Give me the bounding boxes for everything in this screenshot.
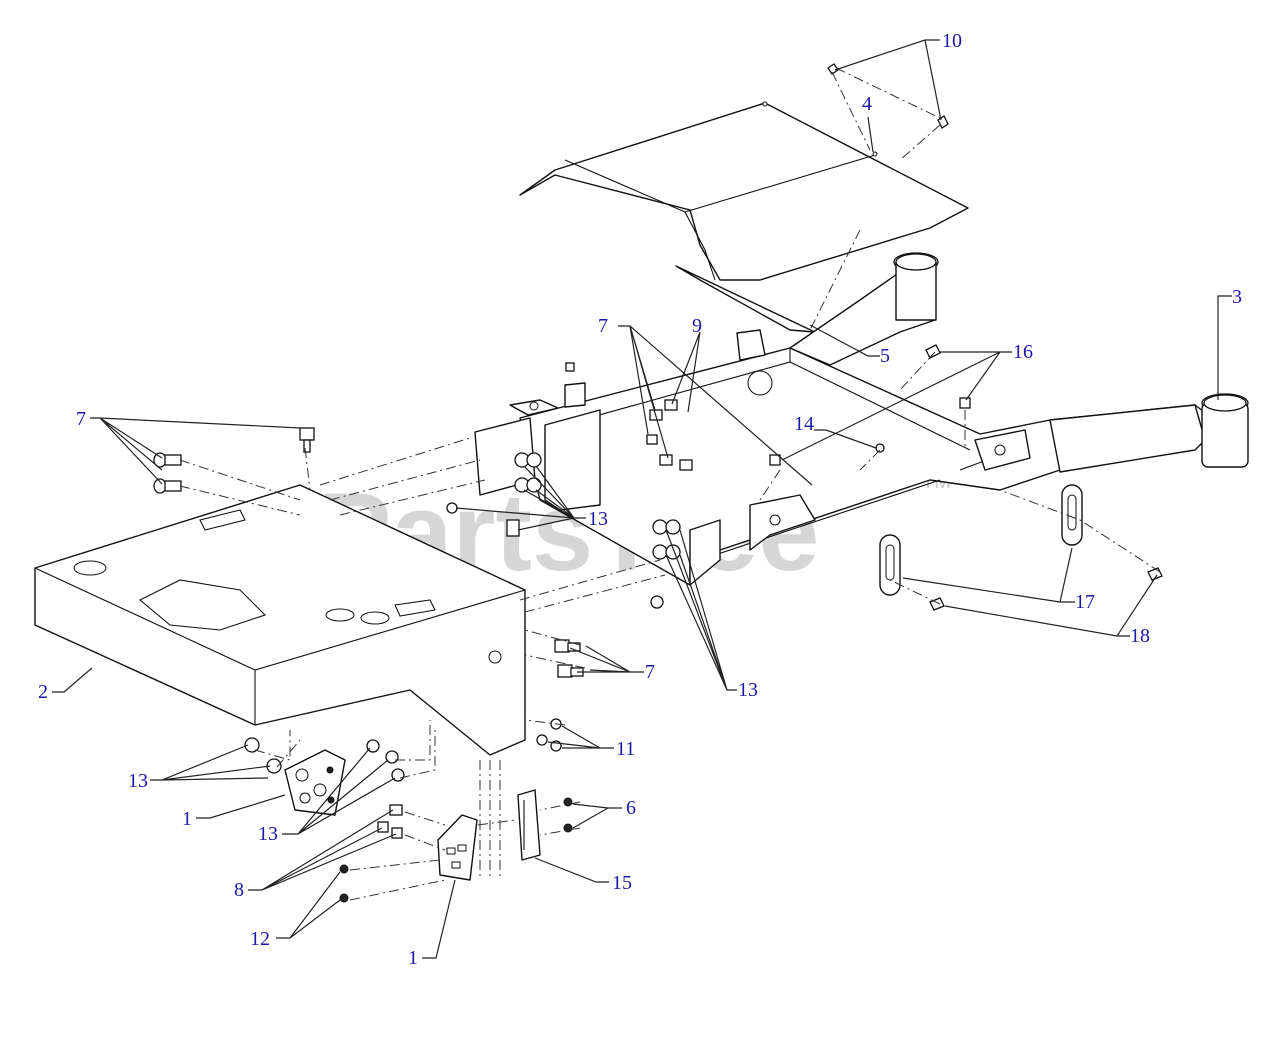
part-15-block — [517, 789, 541, 861]
callout-17: 17 — [1075, 591, 1095, 613]
assembly-lines — [179, 67, 1161, 901]
callout-13-center: 13 — [588, 508, 608, 530]
part-3-frame — [474, 252, 1249, 586]
callout-5: 5 — [880, 345, 890, 367]
part-4-cover — [519, 101, 969, 333]
hardware — [153, 63, 1163, 903]
callout-4: 4 — [862, 93, 872, 115]
part-17-links — [879, 484, 1083, 596]
callout-13-right: 13 — [738, 679, 758, 701]
callout-8: 8 — [234, 879, 244, 901]
callout-1-lower: 1 — [408, 947, 418, 969]
callout-1-upper: 1 — [182, 808, 192, 830]
part-2-deck — [34, 484, 526, 756]
callout-16: 16 — [1013, 341, 1033, 363]
callout-9: 9 — [692, 315, 702, 337]
leader-lines — [52, 39, 1232, 959]
callout-12: 12 — [250, 928, 270, 950]
part-1-bracket-lower — [437, 814, 478, 881]
callout-7-left: 7 — [76, 408, 86, 430]
callout-2: 2 — [38, 681, 48, 703]
callout-3: 3 — [1232, 286, 1242, 308]
callout-6: 6 — [626, 797, 636, 819]
callout-11: 11 — [616, 738, 635, 760]
callout-13-left: 13 — [128, 770, 148, 792]
callout-13-lower: 13 — [258, 823, 278, 845]
callout-14: 14 — [794, 413, 814, 435]
callout-10: 10 — [942, 30, 962, 52]
callout-7-top: 7 — [598, 315, 608, 337]
callout-18: 18 — [1130, 625, 1150, 647]
part-1-bracket-upper — [284, 749, 346, 816]
callout-labels: 10 4 3 7 9 5 16 7 14 13 17 18 2 7 13 11 … — [38, 30, 1242, 969]
callout-15: 15 — [612, 872, 632, 894]
callout-7-lower: 7 — [645, 661, 655, 683]
